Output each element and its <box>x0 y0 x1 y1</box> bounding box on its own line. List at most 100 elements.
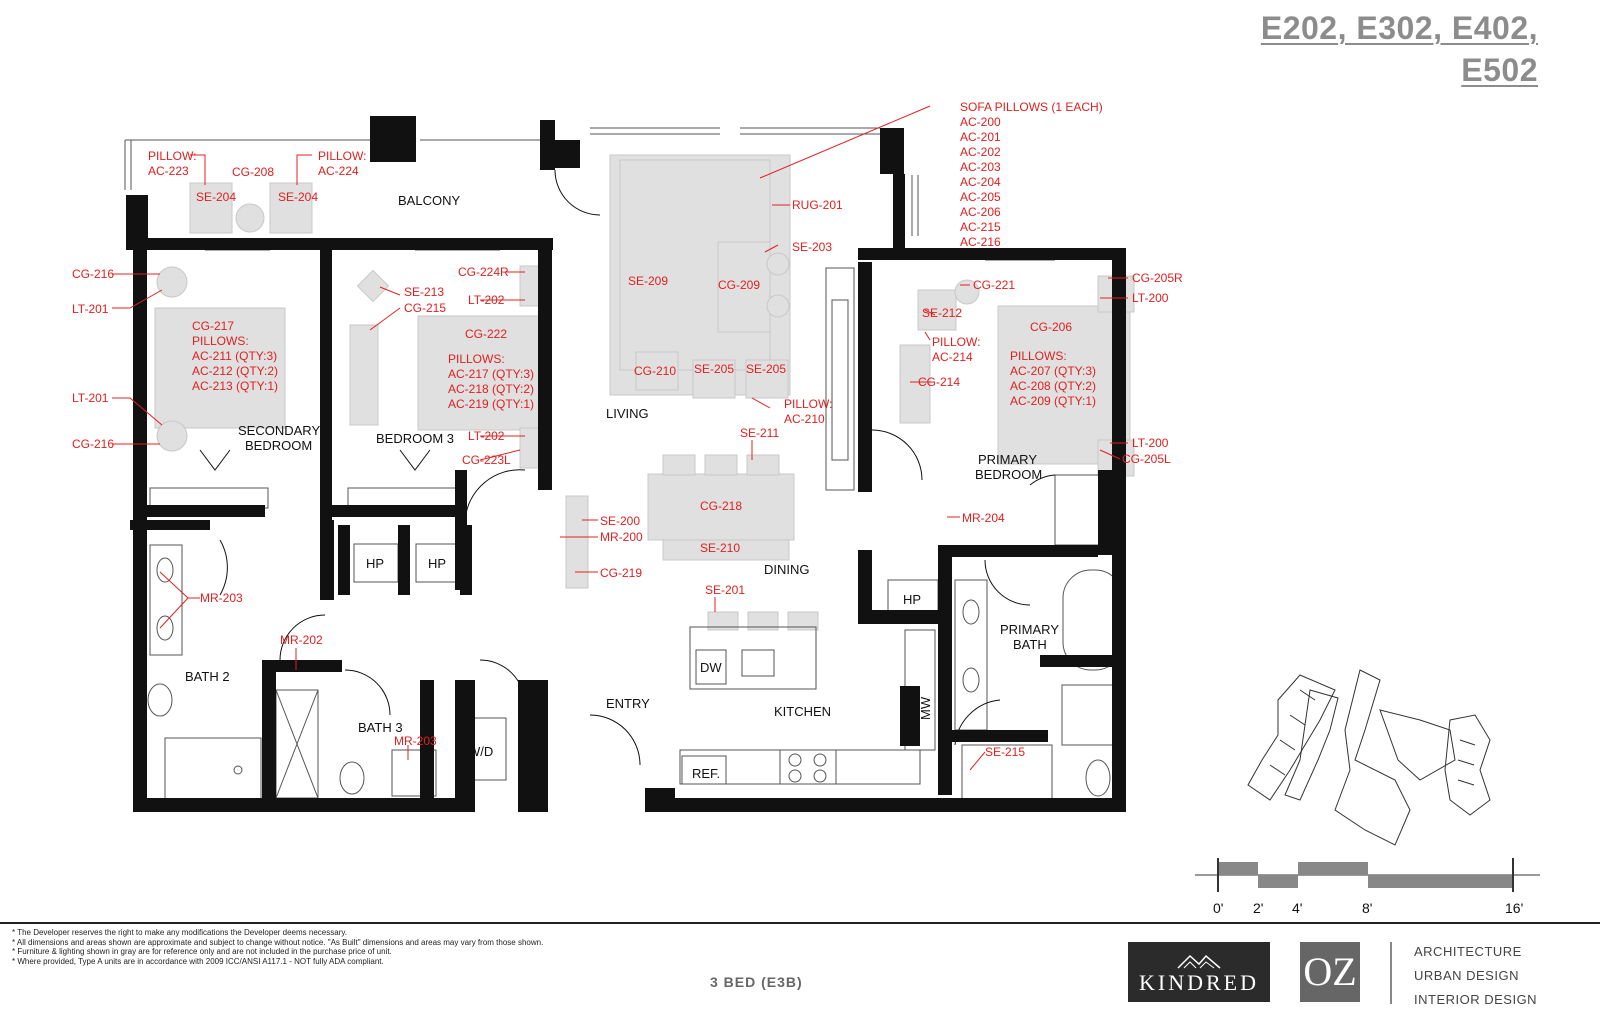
fixture-labels: HP HP HP W/D DW REF. MW <box>366 556 933 781</box>
room-bath-3: BATH 3 <box>358 720 403 735</box>
label-se-211: SE-211 <box>740 426 779 440</box>
bedroom3-chair <box>356 269 390 303</box>
label-lt-202-bottom: LT-202 <box>468 429 505 443</box>
label-se-205-b: SE-205 <box>746 362 786 376</box>
room-secondary-bedroom-line2: BEDROOM <box>245 438 312 453</box>
dishwasher-label: DW <box>700 660 722 675</box>
oz-service-urban-design: URBAN DESIGN <box>1414 968 1519 983</box>
label-ac-213: AC-213 (QTY:1) <box>192 379 278 393</box>
washer-dryer-label: W/D <box>468 744 493 759</box>
dining-chair-1 <box>662 454 696 476</box>
oz-service-interior-design: INTERIOR DESIGN <box>1414 992 1538 1007</box>
kindred-wordmark: KINDRED <box>1139 970 1259 995</box>
label-ac-218: AC-218 (QTY:2) <box>448 382 534 396</box>
dining-table <box>647 473 795 541</box>
label-ac-215: AC-215 <box>960 220 1001 234</box>
label-cg-222: CG-222 <box>465 327 507 341</box>
label-primary-pillow: PILLOW: <box>932 335 980 349</box>
label-se-204-left: SE-204 <box>196 190 236 204</box>
bedroom3-dresser <box>349 324 379 426</box>
room-balcony: BALCONY <box>398 193 460 208</box>
hp-label-3: HP <box>903 592 921 607</box>
hp-label-1: HP <box>366 556 384 571</box>
hp-label-2: HP <box>428 556 446 571</box>
balcony-side-table <box>235 203 265 233</box>
label-se-210: SE-210 <box>700 541 740 555</box>
label-ac-201: AC-201 <box>960 130 1001 144</box>
label-se-212: SE-212 <box>922 306 962 320</box>
scale-tick-4: 4' <box>1292 900 1302 916</box>
secondary-bed <box>154 307 286 429</box>
label-cg-210: CG-210 <box>634 364 676 378</box>
label-ac-207: AC-207 (QTY:3) <box>1010 364 1096 378</box>
room-dining: DINING <box>764 562 810 577</box>
living-side-table <box>635 351 679 391</box>
living-coffee-table <box>717 241 771 333</box>
annotation-leaders <box>112 105 1128 771</box>
oz-service-architecture: ARCHITECTURE <box>1414 944 1522 959</box>
primary-dresser <box>899 344 931 424</box>
label-se-205-a: SE-205 <box>694 362 734 376</box>
label-cg-221: CG-221 <box>973 278 1015 292</box>
scale-bar: 0' 2' 4' 8' 16' <box>1195 858 1540 916</box>
label-ac-224: AC-224 <box>318 164 359 178</box>
refrigerator-label: REF. <box>692 766 720 781</box>
label-cg-209: CG-209 <box>718 278 760 292</box>
label-ac-223: AC-223 <box>148 164 189 178</box>
label-mr-203-bath3: MR-203 <box>394 734 437 748</box>
label-cg-208: CG-208 <box>232 165 274 179</box>
key-plan-map <box>1247 669 1491 846</box>
oz-logo: OZ <box>1300 942 1360 1002</box>
room-secondary-bedroom-line1: SECONDARY <box>238 423 320 438</box>
label-lt-200-top: LT-200 <box>1132 291 1169 305</box>
label-ac-202: AC-202 <box>960 145 1001 159</box>
island-stool-3 <box>787 611 819 631</box>
room-entry: ENTRY <box>606 696 650 711</box>
room-labels: BALCONY LIVING DINING KITCHEN ENTRY SECO… <box>185 193 1059 735</box>
label-se-209: SE-209 <box>628 274 668 288</box>
island-stool-1 <box>707 611 739 631</box>
kindred-logo: KINDRED <box>1128 942 1270 1002</box>
label-ac-219: AC-219 (QTY:1) <box>448 397 534 411</box>
label-lt-201-bottom: LT-201 <box>72 391 109 405</box>
label-ac-209: AC-209 (QTY:1) <box>1010 394 1096 408</box>
unit-type-label: 3 BED (E3B) <box>710 974 803 990</box>
note-line: * The Developer reserves the right to ma… <box>12 928 347 937</box>
label-rug-201: RUG-201 <box>792 198 843 212</box>
label-cg-224r: CG-224R <box>458 265 509 279</box>
label-lt-202-top: LT-202 <box>468 293 505 307</box>
label-ac-211: AC-211 (QTY:3) <box>192 349 277 363</box>
label-ac-205: AC-205 <box>960 190 1001 204</box>
label-ac-208: AC-208 (QTY:2) <box>1010 379 1096 393</box>
label-ac-210: AC-210 <box>784 412 825 426</box>
balcony-chair-right <box>269 182 313 234</box>
label-ac-204: AC-204 <box>960 175 1001 189</box>
label-cg-218: CG-218 <box>700 499 742 513</box>
label-secondary-pillows: PILLOWS: <box>192 334 249 348</box>
label-cg-217: CG-217 <box>192 319 234 333</box>
note-line: * Where provided, Type A units are in ac… <box>12 956 384 966</box>
room-bath-2: BATH 2 <box>185 669 230 684</box>
annotation-labels: PILLOW: AC-223 CG-208 PILLOW: AC-224 SE-… <box>72 100 1183 759</box>
room-primary-bedroom-line1: PRIMARY <box>978 452 1037 467</box>
label-ac-217: AC-217 (QTY:3) <box>448 367 534 381</box>
balcony-chair-left <box>189 182 233 234</box>
dining-console <box>565 495 589 589</box>
room-kitchen: KITCHEN <box>774 704 831 719</box>
label-se-201: SE-201 <box>705 583 745 597</box>
living-chair-2 <box>745 359 789 399</box>
label-pillow-living: PILLOW: <box>784 397 832 411</box>
scale-tick-2: 2' <box>1253 900 1263 916</box>
label-cg-205l: CG-205L <box>1122 452 1171 466</box>
secondary-nightstand-bottom <box>156 420 188 452</box>
unit-numbers-title-line-1: E202, E302, E402, <box>1260 10 1538 46</box>
scale-tick-8: 8' <box>1362 900 1372 916</box>
label-ac-203: AC-203 <box>960 160 1001 174</box>
room-primary-bath-line1: PRIMARY <box>1000 622 1059 637</box>
secondary-nightstand-top <box>156 266 188 298</box>
room-living: LIVING <box>606 406 649 421</box>
label-sofa-pillows: SOFA PILLOWS (1 EACH) <box>960 100 1103 114</box>
label-cg-216-bottom: CG-216 <box>72 437 114 451</box>
label-cg-219: CG-219 <box>600 566 642 580</box>
label-cg-223l: CG-223L <box>462 453 511 467</box>
